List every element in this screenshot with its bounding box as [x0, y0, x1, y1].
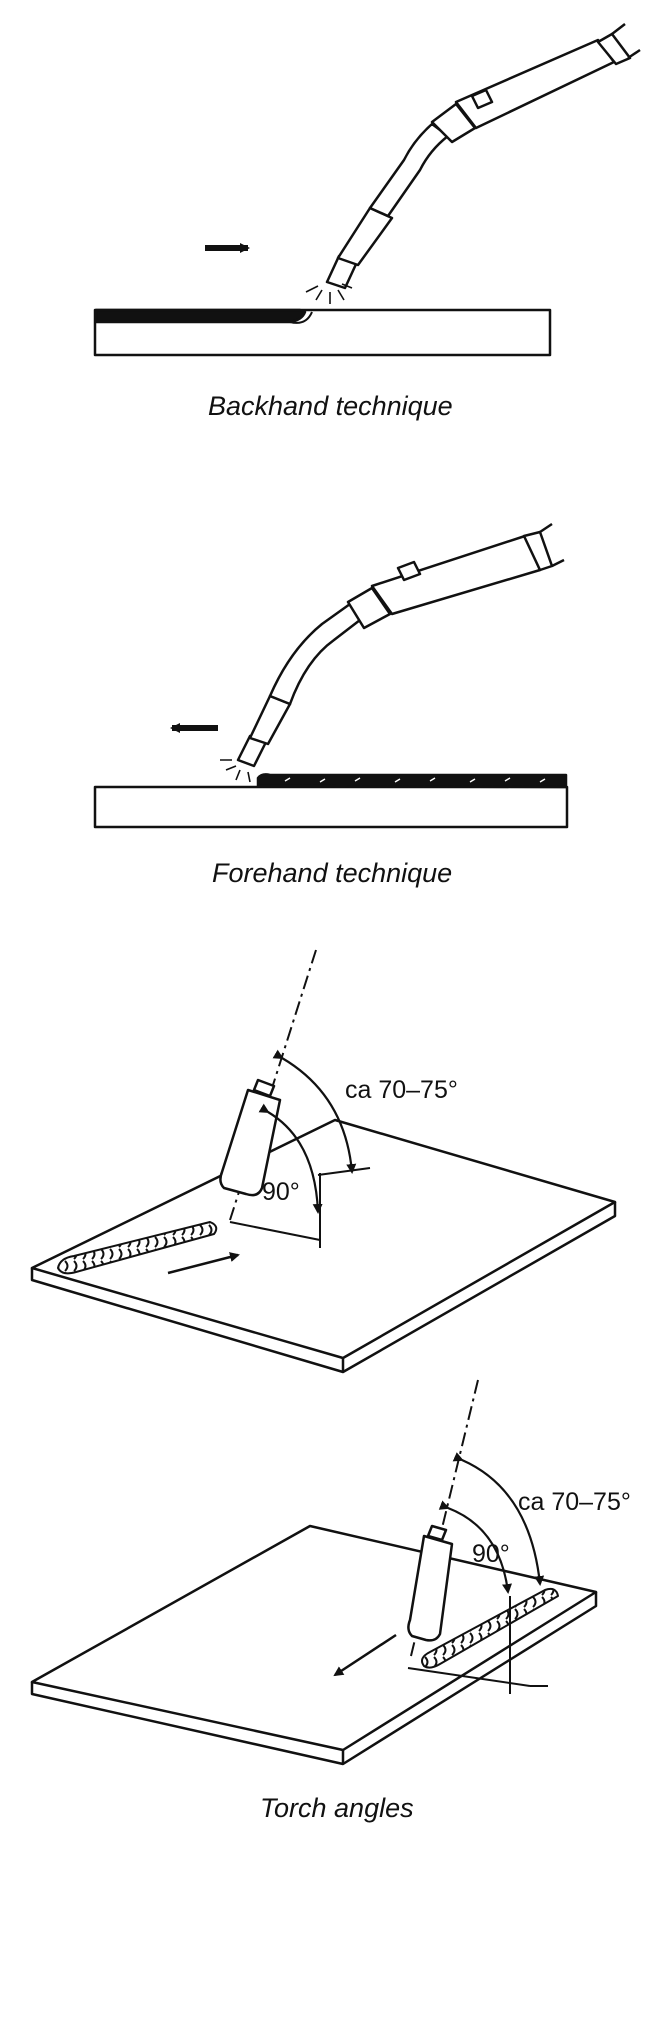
- forehand-bead-ripples: [284, 777, 546, 783]
- bottom-plate-thickness: [30, 1592, 598, 1766]
- bottom-travel-arrow: [333, 1633, 397, 1677]
- top-perp-arc: [258, 1103, 323, 1214]
- top-perp-angle-label: 90°: [262, 1178, 300, 1206]
- backhand-caption: Backhand technique: [208, 391, 453, 421]
- bottom-plane-line: [407, 1667, 531, 1687]
- bottom-plate-surface: [30, 1524, 598, 1752]
- top-plane-line: [229, 1221, 321, 1241]
- forehand-figure: [93, 522, 569, 829]
- forehand-weld-bead: [256, 773, 568, 789]
- top-torch-neck: [252, 1078, 276, 1098]
- backhand-bead-edge: [289, 311, 313, 324]
- forehand-arc-spatter: [220, 759, 251, 783]
- bottom-tilt-angle-label: ca 70–75°: [518, 1488, 631, 1516]
- top-tilt-angle-label: ca 70–75°: [345, 1076, 458, 1104]
- backhand-arc-spatter: [305, 283, 353, 304]
- backhand-weld-bead: [94, 308, 307, 324]
- backhand-torch: [325, 23, 641, 290]
- forehand-torch: [236, 522, 565, 768]
- forehand-workpiece: [93, 785, 569, 829]
- top-weld-bead: [57, 1221, 218, 1275]
- bottom-weld-bead: [421, 1587, 559, 1669]
- bottom-tilt-arc: [452, 1452, 545, 1586]
- bottom-torch-neck: [426, 1524, 448, 1542]
- torch-angles-top-figure: [30, 949, 617, 1374]
- torch-angles-bottom-figure: [30, 1379, 598, 1766]
- bottom-perp-angle-label: 90°: [472, 1540, 510, 1568]
- bottom-perp-arc: [438, 1500, 512, 1594]
- top-plate-thickness: [30, 1202, 617, 1374]
- backhand-figure: [93, 23, 641, 357]
- top-plate-surface: [30, 1118, 617, 1360]
- top-tilt-arc: [272, 1049, 357, 1174]
- forehand-caption: Forehand technique: [212, 858, 452, 888]
- top-travel-arrow: [167, 1252, 240, 1275]
- torch-angles-caption: Torch angles: [260, 1793, 414, 1823]
